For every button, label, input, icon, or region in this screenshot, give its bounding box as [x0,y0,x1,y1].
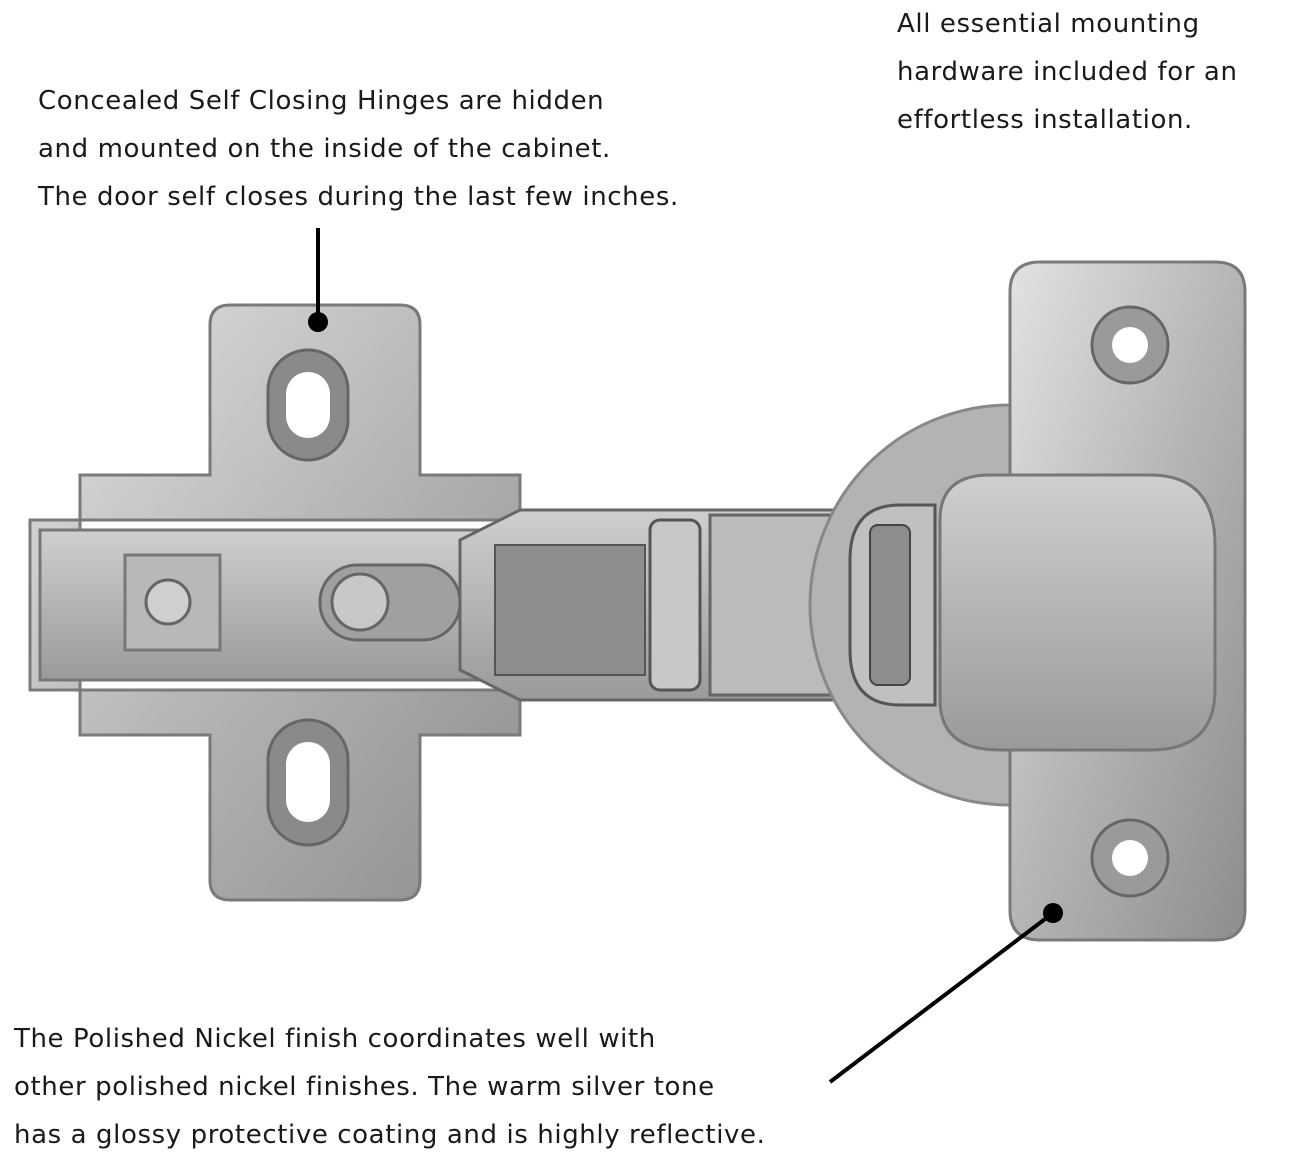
callout-line: other polished nickel finishes. The warm… [14,1072,715,1102]
callout-line: The door self closes during the last few… [38,182,679,212]
callout-concealed: Concealed Self Closing Hinges are hidden… [38,77,679,221]
hinge-cup-plate [808,260,1247,942]
callout-line: has a glossy protective coating and is h… [14,1120,766,1150]
leader-dot-concealed [308,312,328,332]
leader-dot-finish [1043,903,1063,923]
callout-line: effortless installation. [897,105,1193,135]
callout-line: All essential mounting [897,9,1200,39]
leader-line-finish [828,911,1055,1084]
hinge-arm [458,508,862,702]
callout-line: and mounted on the inside of the cabinet… [38,134,611,164]
callout-hardware: All essential mounting hardware included… [897,0,1238,144]
callout-finish: The Polished Nickel finish coordinates w… [14,1015,766,1159]
mounting-plate [28,303,522,902]
callout-line: The Polished Nickel finish coordinates w… [14,1024,656,1054]
callout-line: Concealed Self Closing Hinges are hidden [38,86,605,116]
callout-line: hardware included for an [897,57,1238,87]
